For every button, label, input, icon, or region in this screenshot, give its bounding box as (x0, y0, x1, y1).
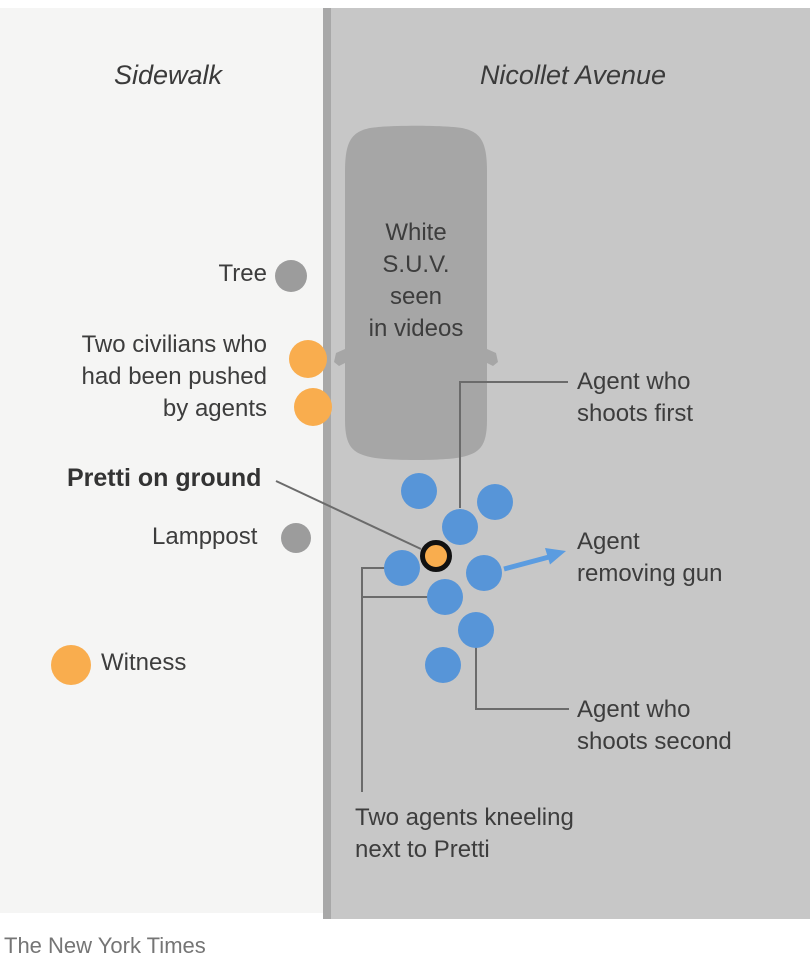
agent-removing-gun-label: Agent removing gun (577, 528, 723, 587)
kneeling-agents-label: Two agents kneeling next to Pretti (355, 804, 574, 863)
tree-label: Tree (218, 260, 267, 287)
civilian-dot-2 (294, 388, 332, 426)
pretti-dot (420, 540, 452, 572)
agent-dot-1 (401, 473, 437, 509)
witness-label: Witness (101, 649, 187, 676)
suv-mirror-right-icon (487, 349, 498, 366)
civilians-label: Two civilians who had been pushed by age… (81, 331, 267, 422)
tree-dot (275, 260, 307, 292)
agent-second-connector (475, 646, 569, 710)
agent-first-connector (459, 381, 568, 508)
road-title: Nicollet Avenue (479, 60, 667, 90)
lamppost-dot (281, 523, 311, 553)
agent-dot-2 (477, 484, 513, 520)
suv-mirror-left-icon (334, 349, 345, 366)
agent-shoots-first-label: Agent who shoots first (577, 368, 694, 427)
kneeling-connector (361, 567, 428, 792)
agent-dot-8 (425, 647, 461, 683)
witness-legend-dot (51, 645, 91, 685)
attribution: The New York Times (4, 933, 206, 958)
gun-arrow-shaft (503, 554, 550, 572)
agent-shoots-second-label: Agent who shoots second (577, 696, 732, 755)
suv-label: White S.U.V. seen in videos (368, 219, 464, 342)
pretti-label: Pretti on ground (67, 464, 262, 492)
lamppost-label: Lamppost (152, 523, 258, 550)
agent-dot-removing-gun (466, 555, 502, 591)
agent-dot-kneeling-2 (427, 579, 463, 615)
suv-shape (345, 125, 487, 460)
gun-arrow-head-icon (545, 548, 566, 565)
agent-dot-shoots-first (442, 509, 478, 545)
sidewalk-region (0, 8, 323, 913)
pretti-connector (275, 480, 422, 550)
sidewalk-title: Sidewalk (113, 60, 223, 90)
agent-dot-kneeling-1 (384, 550, 420, 586)
civilian-dot-1 (289, 340, 327, 378)
curb-strip (323, 8, 331, 919)
agent-dot-shoots-second (458, 612, 494, 648)
